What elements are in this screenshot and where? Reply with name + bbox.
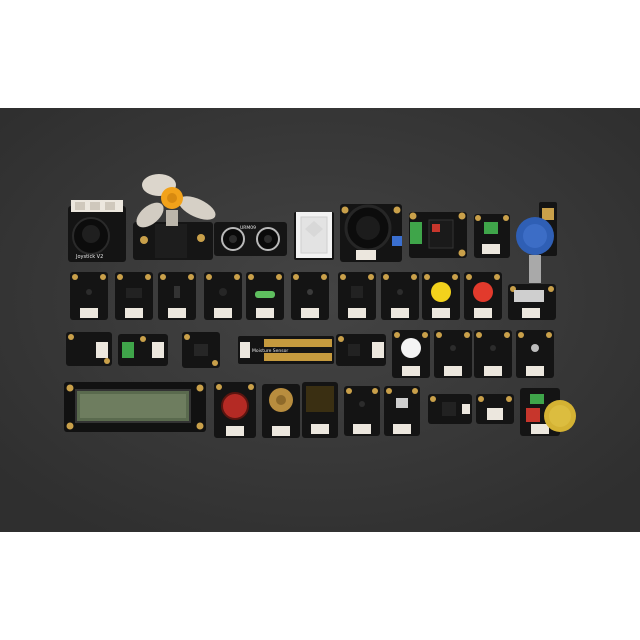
- joystick-module: Joystick V2: [68, 200, 126, 262]
- ultrasonic-sensor: URM09: [214, 222, 287, 256]
- sensor-row-3: Moisture Sensor: [66, 330, 554, 378]
- svg-text:Joystick V2: Joystick V2: [75, 254, 103, 260]
- svg-text:Moisture Sensor: Moisture Sensor: [252, 348, 288, 354]
- fan-module: [133, 174, 216, 260]
- terminal-module: [474, 214, 510, 258]
- pir-motion-sensor: [294, 212, 334, 260]
- speaker-module: [340, 204, 402, 262]
- sensor-row-2: [70, 272, 556, 320]
- relay-module: [409, 212, 467, 258]
- sensor-row-4: [214, 382, 576, 438]
- lcd-display-module: [64, 382, 206, 432]
- rotary-potentiometer: [516, 202, 557, 283]
- soil-moisture-sensor: Moisture Sensor: [238, 336, 334, 364]
- svg-text:URM09: URM09: [240, 225, 256, 231]
